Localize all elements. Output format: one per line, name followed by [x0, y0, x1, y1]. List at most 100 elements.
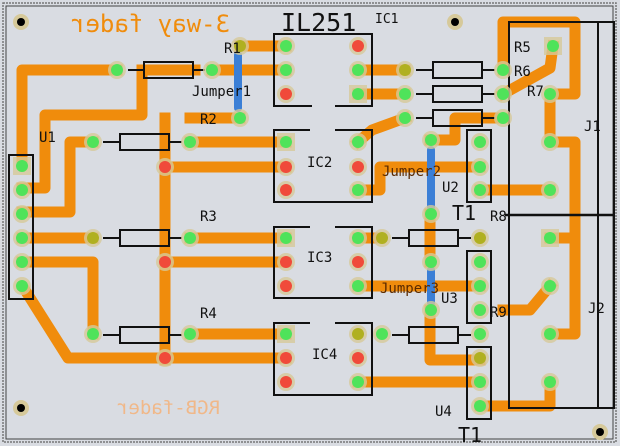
pad[interactable]	[352, 184, 364, 196]
pad[interactable]	[474, 136, 486, 148]
r7-label: R7	[527, 84, 544, 100]
pad[interactable]	[544, 136, 556, 148]
pad[interactable]	[159, 352, 171, 364]
t1-label-upper: T1	[452, 201, 476, 225]
pad[interactable]	[280, 376, 292, 388]
pad[interactable]	[352, 161, 364, 173]
pad[interactable]	[544, 328, 556, 340]
pad[interactable]	[474, 280, 486, 292]
silkscreen	[8, 21, 615, 420]
mounting-holes	[13, 14, 608, 440]
pad[interactable]	[544, 88, 556, 100]
pad[interactable]	[280, 161, 292, 173]
pad[interactable]	[474, 376, 486, 388]
pad[interactable]	[352, 136, 364, 148]
pad[interactable]	[280, 88, 292, 100]
pad[interactable]	[474, 304, 486, 316]
ic3-label: IC3	[307, 250, 332, 266]
pad[interactable]	[544, 376, 556, 388]
pad[interactable]	[352, 64, 364, 76]
pad[interactable]	[352, 40, 364, 52]
pad[interactable]	[184, 136, 196, 148]
r9-label: R9	[490, 305, 507, 321]
pad[interactable]	[547, 40, 559, 52]
pad[interactable]	[399, 64, 411, 76]
pad[interactable]	[159, 256, 171, 268]
pad[interactable]	[352, 232, 364, 244]
pad[interactable]	[352, 352, 364, 364]
pad[interactable]	[280, 40, 292, 52]
pad[interactable]	[16, 184, 28, 196]
pad[interactable]	[425, 208, 437, 220]
pad[interactable]	[280, 184, 292, 196]
pad[interactable]	[280, 256, 292, 268]
pad[interactable]	[474, 328, 486, 340]
pad[interactable]	[544, 184, 556, 196]
pads	[13, 37, 562, 415]
pad[interactable]	[280, 328, 292, 340]
r5-label: R5	[514, 40, 531, 56]
pad[interactable]	[280, 64, 292, 76]
j1-label: J1	[584, 119, 601, 135]
pad[interactable]	[280, 280, 292, 292]
pad[interactable]	[474, 184, 486, 196]
pad[interactable]	[184, 328, 196, 340]
pad[interactable]	[376, 232, 388, 244]
pad[interactable]	[16, 208, 28, 220]
pad[interactable]	[425, 256, 437, 268]
mounting-hole-icon	[17, 404, 25, 412]
ic1-name-label: IL251	[281, 8, 356, 37]
pad[interactable]	[497, 112, 509, 124]
pad[interactable]	[280, 136, 292, 148]
jumpers	[234, 51, 435, 307]
pad[interactable]	[16, 232, 28, 244]
pad[interactable]	[474, 256, 486, 268]
pad[interactable]	[280, 232, 292, 244]
pad[interactable]	[111, 64, 123, 76]
pad[interactable]	[399, 112, 411, 124]
ic1-label: IC1	[375, 12, 398, 27]
pad[interactable]	[352, 88, 364, 100]
pad[interactable]	[399, 88, 411, 100]
pad[interactable]	[234, 40, 246, 52]
pad[interactable]	[87, 328, 99, 340]
pad[interactable]	[87, 136, 99, 148]
pad[interactable]	[16, 256, 28, 268]
pad[interactable]	[474, 400, 486, 412]
trace	[544, 88, 581, 220]
pad[interactable]	[16, 280, 28, 292]
pad[interactable]	[184, 232, 196, 244]
board-title-mirrored: 3-way fader	[71, 10, 230, 38]
mounting-hole-icon	[451, 18, 459, 26]
pad[interactable]	[352, 328, 364, 340]
pad[interactable]	[280, 352, 292, 364]
u1-outline	[8, 154, 34, 300]
pad[interactable]	[352, 256, 364, 268]
pad[interactable]	[425, 134, 437, 146]
trace	[16, 136, 99, 218]
pad[interactable]	[474, 161, 486, 173]
pad[interactable]	[544, 232, 556, 244]
pad[interactable]	[376, 328, 388, 340]
pad[interactable]	[544, 280, 556, 292]
pad[interactable]	[474, 352, 486, 364]
t1-label-lower: T1	[458, 423, 482, 446]
ic3-outline	[273, 226, 373, 299]
pad[interactable]	[352, 376, 364, 388]
jumper2-label: Jumper2	[382, 164, 441, 180]
pad[interactable]	[474, 232, 486, 244]
pad[interactable]	[497, 64, 509, 76]
pad[interactable]	[87, 232, 99, 244]
pad[interactable]	[497, 88, 509, 100]
u2-label: U2	[442, 180, 459, 196]
bottom-label-mirrored: RGB-fader	[117, 397, 220, 419]
ic2-outline	[273, 129, 373, 203]
pad[interactable]	[352, 280, 364, 292]
pad[interactable]	[16, 160, 28, 172]
pad[interactable]	[425, 304, 437, 316]
pad[interactable]	[206, 64, 218, 76]
pad[interactable]	[159, 161, 171, 173]
r4-label: R4	[200, 306, 217, 322]
pad[interactable]	[234, 112, 246, 124]
